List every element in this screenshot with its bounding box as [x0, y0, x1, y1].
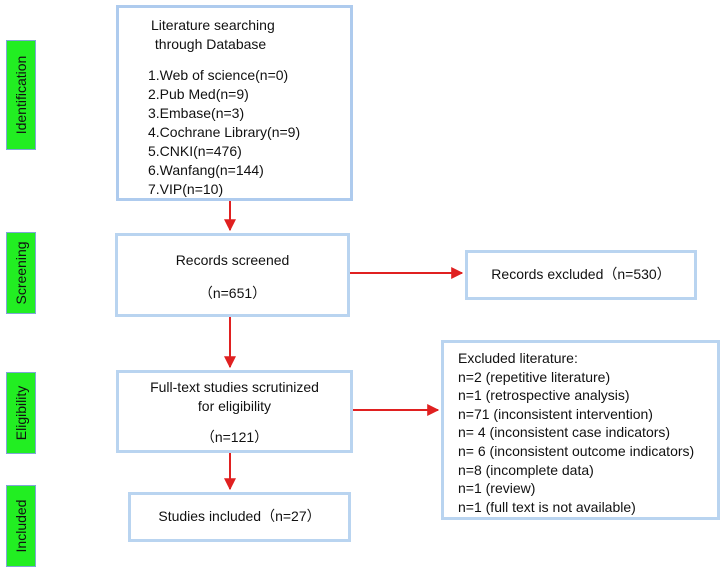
exclusion-reason: n=8 (incomplete data) [458, 461, 594, 478]
database-item: 7.VIP(n=10) [148, 181, 224, 197]
eligibility-line2: for eligibility [197, 398, 272, 414]
database-item: 6.Wanfang(n=144) [148, 162, 264, 178]
screening-box: Records screened （n=651） [115, 233, 350, 317]
eligibility-count: （n=121） [200, 429, 269, 445]
stage-identification: Identification [6, 40, 36, 150]
stage-eligibility: Eligibility [6, 372, 36, 454]
excluded-literature-box: Excluded literature: n=2 (repetitive lit… [441, 340, 720, 520]
included-box: Studies included（n=27） [128, 492, 351, 542]
exclusion-reason: n=71 (inconsistent intervention) [458, 405, 653, 422]
screening-count: （n=651） [198, 285, 267, 301]
exclusion-reason: n=2 (repetitive literature) [458, 368, 611, 385]
database-item: 5.CNKI(n=476) [148, 143, 242, 159]
eligibility-line1: Full-text studies scrutinized [150, 379, 319, 395]
identification-title-line2: through Database [151, 36, 267, 52]
database-item: 3.Embase(n=3) [148, 105, 245, 121]
database-item: 1.Web of science(n=0) [148, 67, 289, 83]
database-item: 4.Cochrane Library(n=9) [148, 124, 301, 140]
records-excluded-box: Records excluded（n=530） [465, 250, 697, 300]
stage-screening: Screening [6, 232, 36, 314]
identification-box: Literature searching through Database 1.… [116, 5, 353, 201]
exclusion-reason: n=1 (review) [458, 480, 536, 497]
database-list: 1.Web of science(n=0) 2.Pub Med(n=9) 3.E… [148, 66, 350, 199]
exclusion-reason: n=1 (full text is not available) [458, 498, 636, 515]
exclusion-reason: n= 4 (inconsistent case indicators) [458, 424, 671, 441]
identification-title-line1: Literature searching [151, 17, 275, 33]
stage-included: Included [6, 485, 36, 567]
excluded-literature-title: Excluded literature: [458, 350, 578, 366]
database-item: 2.Pub Med(n=9) [148, 86, 249, 102]
records-excluded-text: Records excluded（n=530） [491, 266, 671, 282]
eligibility-box: Full-text studies scrutinized for eligib… [116, 370, 353, 453]
exclusion-reason: n= 6 (inconsistent outcome indicators) [458, 442, 695, 459]
included-text: Studies included（n=27） [158, 508, 321, 524]
exclusion-reason: n=1 (retrospective analysis) [458, 387, 630, 404]
screening-title: Records screened [175, 252, 290, 268]
